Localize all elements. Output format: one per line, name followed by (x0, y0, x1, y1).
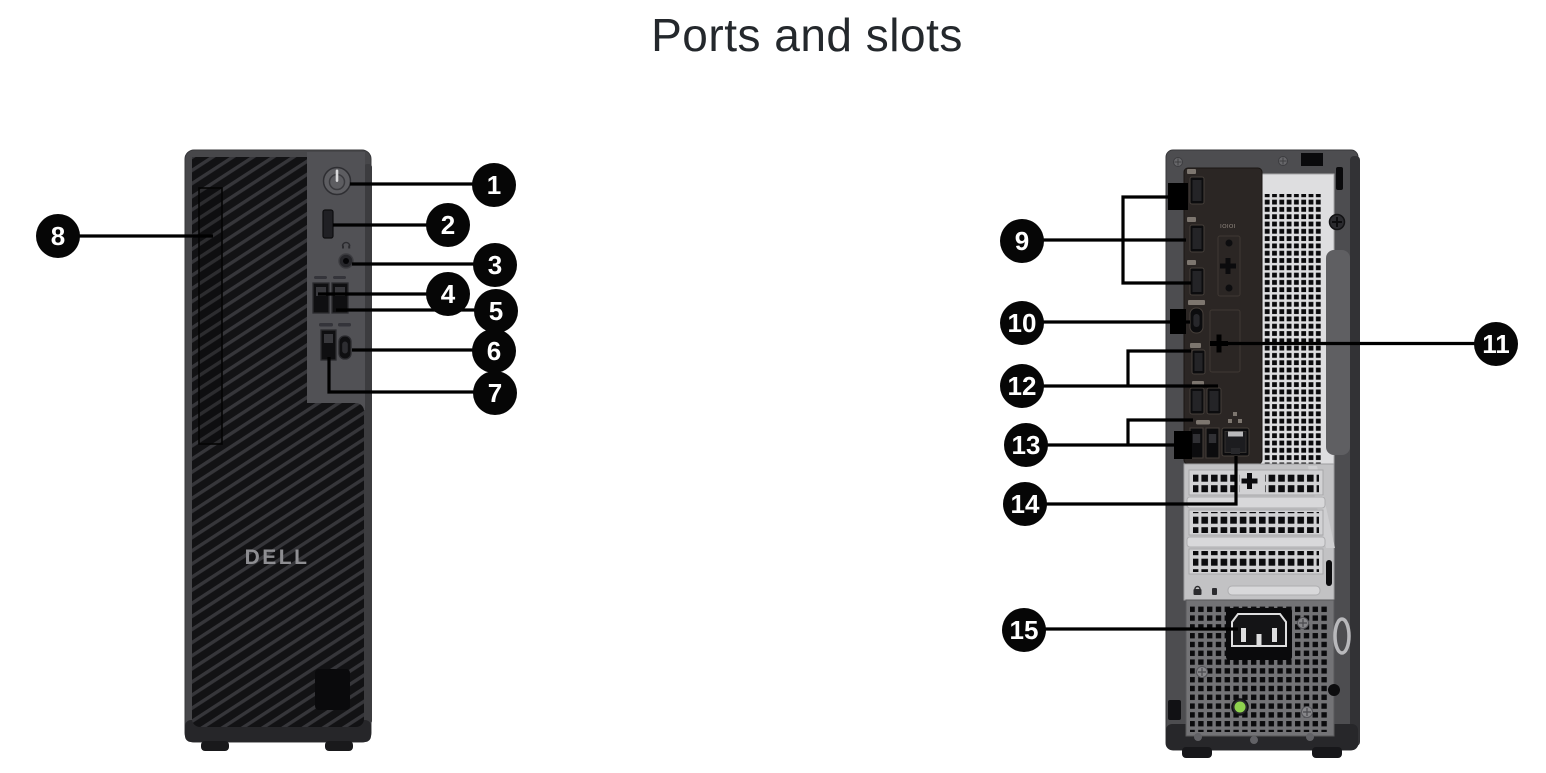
knockout-hole (1225, 239, 1233, 247)
callout-11-knockout: 11 (1474, 322, 1518, 366)
slot-separator (1186, 536, 1326, 548)
front-foot (201, 741, 229, 751)
usb-a-port (320, 329, 337, 361)
psu-led (1231, 698, 1249, 716)
callout-12-displayport-usb: 12 (1000, 364, 1044, 408)
rear-foot (1182, 747, 1212, 758)
slot-separator (1186, 496, 1326, 509)
side-clip (1168, 700, 1181, 720)
drive-bay-outline (198, 187, 223, 445)
power-icon (335, 169, 339, 182)
screw-icon (1173, 156, 1288, 167)
displayport (1187, 169, 1205, 205)
front-badge (315, 669, 350, 710)
usb-c-port (338, 335, 352, 360)
expansion-slot-cover (1188, 509, 1324, 536)
rear-view-illustration: IOIOI (1165, 149, 1360, 758)
callout-9-displayports: 9 (1000, 219, 1044, 263)
usb-a-port (1205, 427, 1220, 459)
padlock-ring (1333, 617, 1351, 655)
callout-4-usb-port: 4 (426, 272, 470, 316)
rear-vent-grid (1263, 194, 1321, 466)
serial-knockout-outline (1217, 235, 1241, 297)
security-slot (1336, 167, 1343, 190)
ethernet-port (1221, 427, 1250, 457)
top-latch (1301, 153, 1323, 166)
serial-port-label: IOIOI (1220, 224, 1236, 230)
expansion-slot-cover (1188, 548, 1324, 575)
callout-7-usb-port: 7 (473, 371, 517, 415)
usb-c-port (1188, 300, 1205, 334)
displayport (1206, 387, 1222, 415)
knockout-cross (1220, 258, 1236, 274)
slot-release-bar (1227, 585, 1321, 596)
front-vent-texture-lower (192, 403, 364, 727)
headset-icon (341, 241, 351, 249)
displayport (1189, 387, 1205, 415)
rear-handle (1326, 250, 1350, 455)
ethernet-icon (1228, 412, 1242, 423)
callout-6-usb-c-port: 6 (472, 329, 516, 373)
displayport-icon (1192, 381, 1204, 386)
usb-a-port (312, 282, 330, 314)
rear-foot (1312, 747, 1342, 758)
callout-13-usb-ports: 13 (1004, 423, 1048, 467)
usb-speed-icon (338, 323, 351, 327)
usb-a-port (1189, 427, 1204, 459)
dell-logo: DELL (245, 546, 310, 569)
front-foot (325, 741, 353, 751)
headset-jack (338, 253, 354, 269)
front-side-edge (364, 164, 372, 724)
expansion-slot-cover (1188, 469, 1324, 496)
front-vent-texture (192, 157, 311, 415)
callout-3-headset-jack: 3 (473, 243, 517, 287)
knockout-cross (1241, 473, 1258, 489)
sd-card-slot (322, 209, 334, 239)
callout-2-sd-card-slot: 2 (426, 203, 470, 247)
usb-speed-icon (1196, 420, 1210, 425)
callout-15-power-connector: 15 (1002, 608, 1046, 652)
rear-side-edge (1350, 156, 1360, 746)
callout-8-drive-bay: 8 (36, 214, 80, 258)
callout-5-usb-port: 5 (474, 289, 518, 333)
page-title: Ports and slots (651, 9, 963, 61)
callout-14-ethernet-port: 14 (1003, 482, 1047, 526)
callout-1-power-button: 1 (472, 163, 516, 207)
front-view-illustration: DELL (184, 149, 372, 751)
padlock-icon (1193, 585, 1217, 595)
thumbscrew-icon (1328, 213, 1346, 231)
usb-icon (314, 276, 327, 279)
power-connector (1226, 608, 1292, 660)
usb-icon (333, 276, 346, 279)
side-slot (1326, 560, 1332, 586)
screw-icon (1196, 617, 1313, 718)
usb-speed-icon (319, 323, 333, 327)
usb-a-port (331, 282, 349, 314)
screw-hole (1328, 684, 1340, 696)
knockout-hole (1225, 284, 1233, 292)
power-button (322, 166, 352, 196)
screw-icon (1194, 733, 1314, 744)
callout-10-usb-c-port: 10 (1000, 301, 1044, 345)
